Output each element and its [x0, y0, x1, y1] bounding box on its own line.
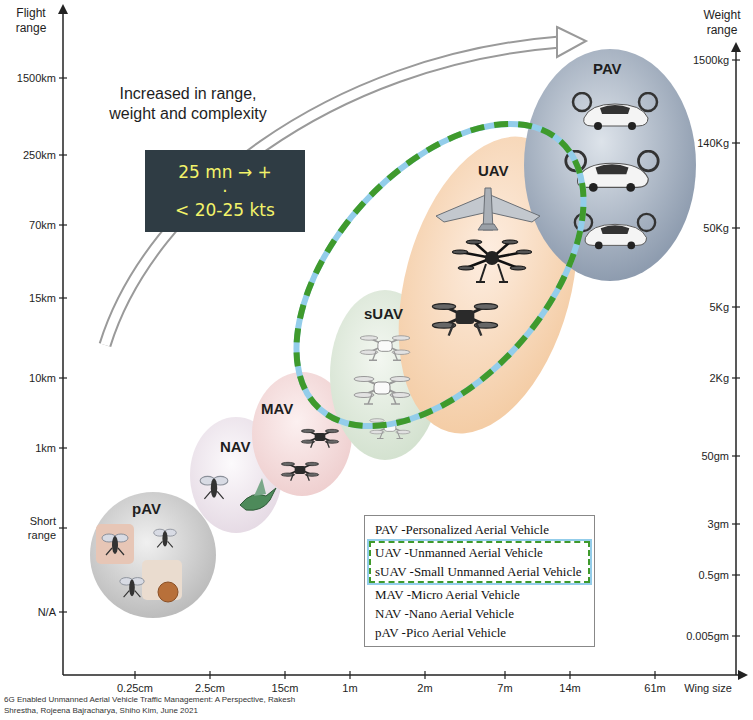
axis-tick-label: 5Kg: [709, 300, 729, 314]
axis-title: Flight range: [8, 6, 54, 36]
axis-tick-label: 10km: [29, 371, 56, 385]
class-label: MAV: [261, 400, 293, 417]
axis-tick-label: 2Kg: [709, 371, 729, 385]
class-label: pAV: [132, 500, 161, 517]
axis-tick-label: 2.5cm: [195, 681, 225, 695]
legend-line: UAV -Unmanned Aerial Vehicle: [375, 543, 582, 562]
class-region: [90, 492, 216, 618]
legend-line: MAV -Micro Aerial Vehicle: [375, 585, 582, 604]
axis-tick-label: 0.005gm: [686, 629, 729, 643]
axis-tick-label: N/A: [38, 605, 56, 619]
class-label: PAV: [593, 60, 622, 77]
axis-tick-label: 0.5gm: [698, 568, 729, 582]
axis-tick-label: 14m: [559, 681, 580, 695]
class-label: UAV: [478, 162, 509, 179]
legend-line: NAV -Nano Aerial Vehicle: [375, 604, 582, 623]
axis-tick-label: 15km: [29, 291, 56, 305]
uav-group-outline: [242, 71, 639, 479]
pico-vehicles: [96, 524, 182, 602]
axis-tick-label: Short range: [16, 514, 56, 542]
speed-note: ·: [222, 184, 227, 198]
speed-note: 25 mn → +: [178, 160, 272, 184]
axis-tick-label: 140Kg: [697, 136, 729, 150]
axis-tick-label: 15cm: [272, 681, 299, 695]
class-label: NAV: [220, 438, 251, 455]
class-label: sUAV: [364, 305, 403, 322]
axis-tick-label: 2m: [417, 681, 432, 695]
uav-vehicles: [432, 188, 540, 336]
legend-line: sUAV -Small Unmanned Aerial Vehicle: [375, 562, 582, 581]
trend-note: Increased in range, weight and complexit…: [98, 84, 278, 124]
axis-tick-label: Wing size: [684, 681, 732, 695]
axis-tick-label: 50Kg: [703, 221, 729, 235]
axis-tick-label: 70km: [29, 218, 56, 232]
source-caption: 6G Enabled Unmanned Aerial Vehicle Traff…: [4, 694, 324, 716]
nano-vehicles: [200, 476, 276, 510]
axis-tick-label: 1m: [342, 681, 357, 695]
axis-tick-label: 50gm: [701, 449, 729, 463]
class-region: [524, 49, 696, 281]
axis-tick-label: 1km: [35, 441, 56, 455]
legend-line: pAV -Pico Aerial Vehicle: [375, 623, 582, 642]
axes: [63, 10, 742, 675]
axis-tick-label: 1500km: [17, 71, 56, 85]
range-box: 25 mn → +·< 20-25 kts: [145, 150, 305, 232]
axis-tick-label: 7m: [497, 681, 512, 695]
axis-tick-label: 61m: [644, 681, 665, 695]
axis-tick-label: 3gm: [708, 517, 729, 531]
axis-tick-label: 1500kg: [693, 53, 729, 67]
axis-tick-label: 0.25cm: [117, 681, 153, 695]
legend-line: PAV -Personalized Aerial Vehicle: [375, 520, 582, 539]
axis-tick-label: 250km: [23, 148, 56, 162]
micro-vehicles: [281, 429, 338, 480]
legend-box: PAV -Personalized Aerial VehicleUAV -Unm…: [364, 515, 595, 647]
axis-title: Weight range: [696, 8, 748, 38]
axis-arrowheads: [58, 4, 748, 680]
speed-note: < 20-25 kts: [175, 198, 275, 222]
highlight-frame: UAV -Unmanned Aerial VehiclesUAV -Small …: [369, 541, 590, 583]
